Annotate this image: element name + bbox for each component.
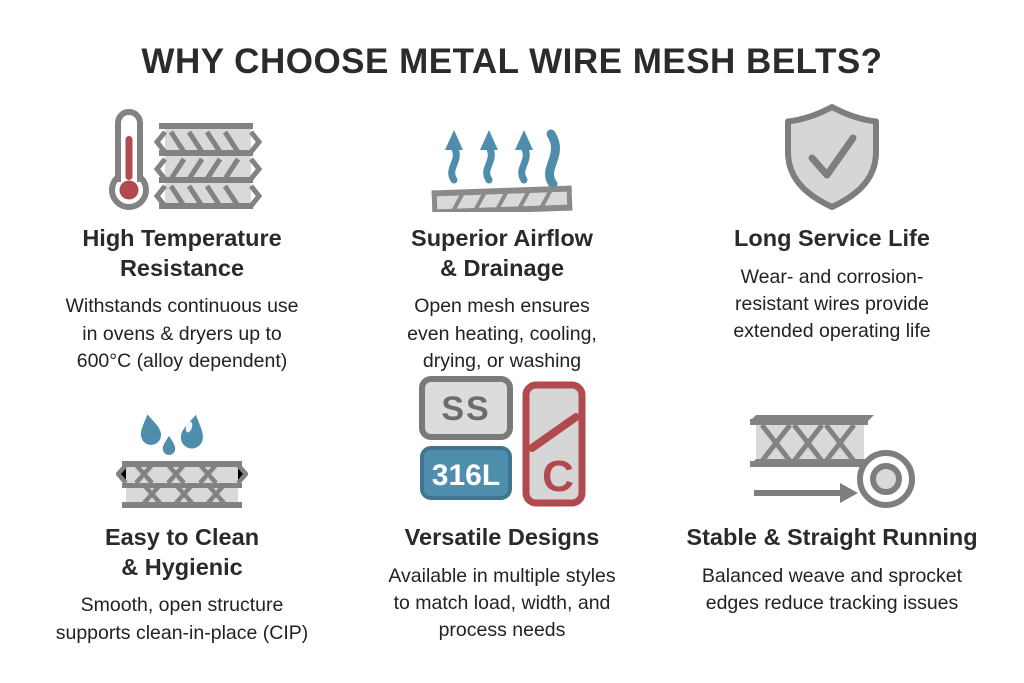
belt-sprocket-icon xyxy=(640,403,1024,511)
material-badges-icon: SS 316L C xyxy=(419,376,586,507)
feature-title: Superior Airflow & Drainage xyxy=(411,225,593,281)
feature-card-stable-running: Stable & Straight Running Balanced weave… xyxy=(640,403,1024,647)
water-drops-mesh-icon xyxy=(0,403,364,511)
water-drops-mesh-icon xyxy=(116,414,248,509)
feature-card-easy-clean: Easy to Clean & Hygienic Smooth, open st… xyxy=(0,403,364,647)
feature-title: High Temperature Resistance xyxy=(82,225,282,281)
feature-description: Balanced weave and sprocket edges reduce… xyxy=(701,564,963,615)
feature-description: Withstands continuous use in ovens & dry… xyxy=(65,295,299,372)
feature-description: Open mesh ensures even heating, cooling,… xyxy=(407,295,597,372)
feature-title: Stable & Straight Running xyxy=(686,524,978,551)
grade-label: 316L xyxy=(432,459,500,492)
feature-description: Available in multiple styles to match lo… xyxy=(388,564,616,642)
airflow-arrows-icon xyxy=(364,104,640,212)
thermometer-mesh-icon xyxy=(0,104,364,212)
feature-description: Smooth, open structure supports clean-in… xyxy=(55,594,309,644)
belt-sprocket-icon xyxy=(750,415,915,509)
feature-description: Wear- and corrosion- resistant wires pro… xyxy=(733,265,931,343)
thermometer-mesh-icon xyxy=(109,109,263,210)
feature-card-airflow: Superior Airflow & Drainage Open mesh en… xyxy=(364,104,640,375)
airflow-arrows-icon xyxy=(431,129,573,212)
shield-check-icon xyxy=(640,104,1024,212)
c-label: C xyxy=(542,452,574,501)
feature-card-service-life: Long Service Life Wear- and corrosion- r… xyxy=(640,104,1024,375)
feature-title: Easy to Clean & Hygienic xyxy=(104,524,260,580)
shield-check-icon xyxy=(785,104,879,210)
feature-title: Versatile Designs xyxy=(404,524,600,551)
page-title: WHY CHOOSE METAL WIRE MESH BELTS? xyxy=(141,42,883,81)
feature-card-high-temperature: High Temperature Resistance Withstands c… xyxy=(0,104,364,375)
feature-grid: High Temperature Resistance Withstands c… xyxy=(0,104,1024,647)
material-badges-icon: SS 316L C xyxy=(364,376,640,511)
ss-label: SS xyxy=(441,390,490,428)
feature-card-versatile: SS 316L C Versatile Designs Available in… xyxy=(364,376,640,647)
feature-title: Long Service Life xyxy=(734,225,930,251)
